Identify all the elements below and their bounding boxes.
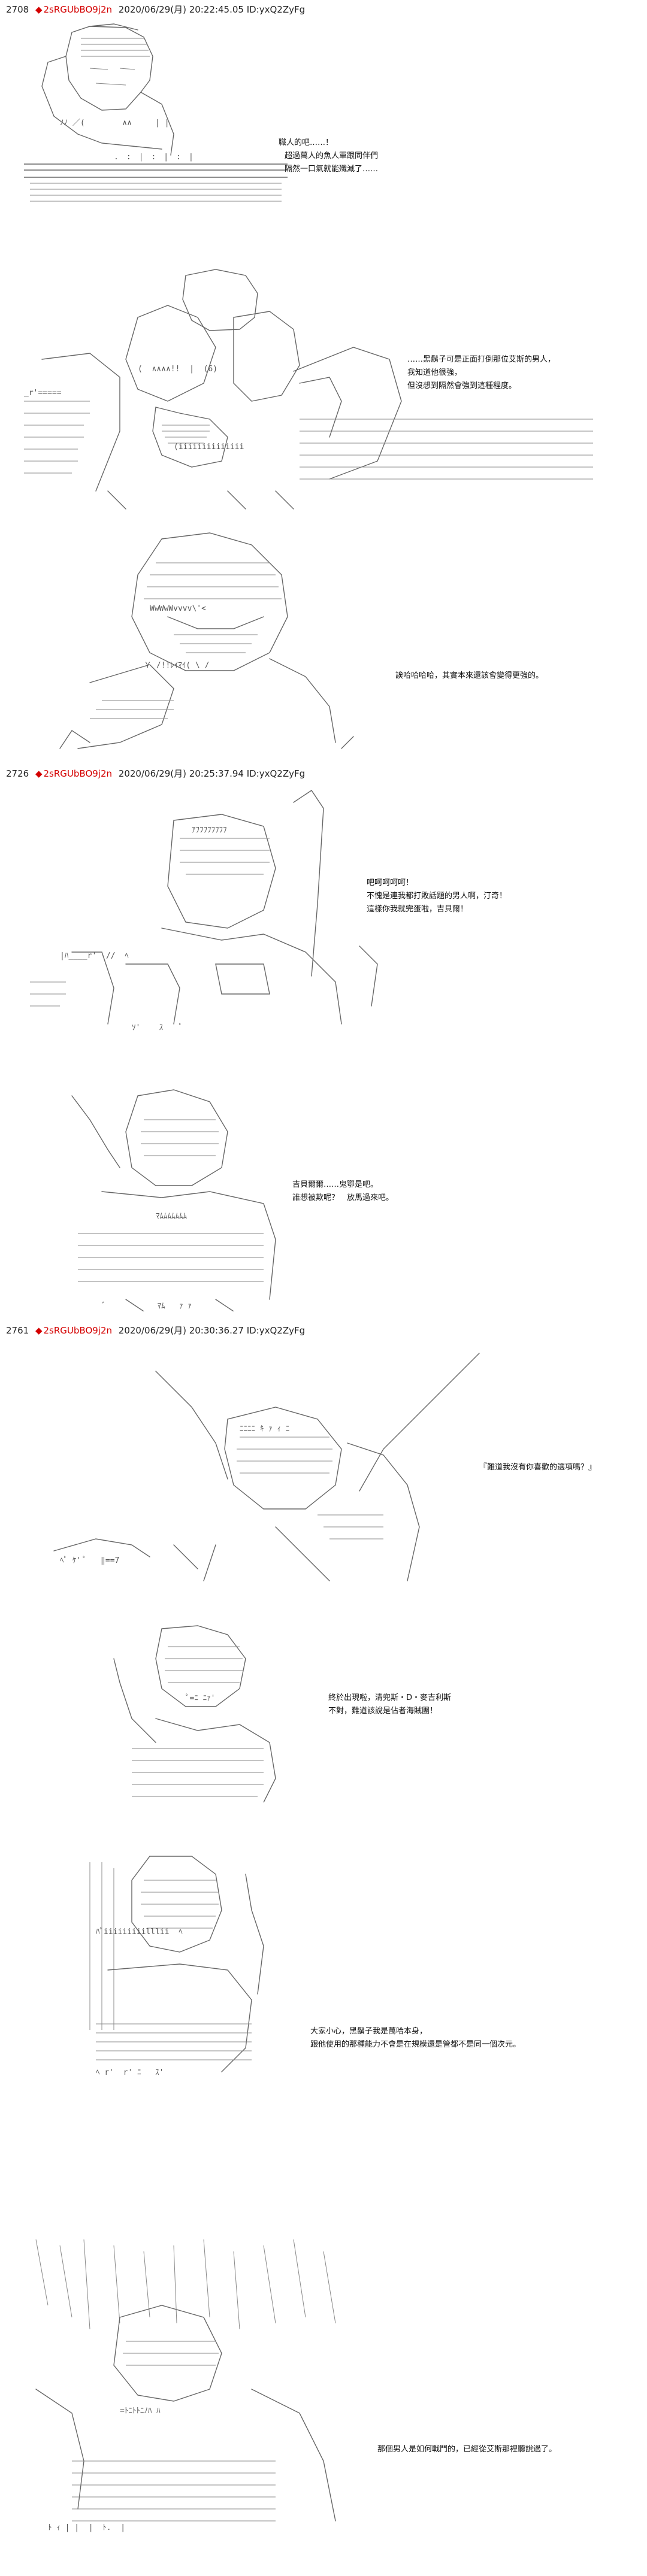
- svg-text:=ﾄﾆﾄﾄﾆﾉﾊ ﾊ: =ﾄﾆﾄﾄﾆﾉﾊ ﾊ: [120, 2407, 161, 2416]
- poster-name[interactable]: 2sRGUbBO9j2n: [43, 768, 113, 779]
- svg-text:ﾍ r' r' ﾆ ｽ': ﾍ r' r' ﾆ ｽ': [96, 2068, 164, 2077]
- ascii-art-panel: WwWwWvvvv\'< Ｙ /!!ﾚｲﾏｲ( \ /: [54, 527, 389, 754]
- ascii-art-drawing: ﾏﾑﾑﾑﾑﾑﾑﾑ ﾞ ﾏﾑ ｧ ｧ: [71, 1089, 276, 1311]
- dialog-line: 大家小心，黑鬍子我是萬哈本身，: [310, 2027, 428, 2036]
- dialog-box: 終於出現啦，清兜斯・D・麥吉利斯 不對，難道該說是佔者海賊團！: [328, 1692, 451, 1718]
- post-meta: 2020/06/29(月) 20:22:45.05 ID:yxQ2ZyFg: [118, 4, 306, 15]
- dialog-line: 誒哈哈哈哈，其實本來還該會變得更強的。: [395, 671, 544, 680]
- dialog-box: 那個男人是如何戰鬥的，已經從艾斯那裡聽說過了。: [377, 2443, 557, 2456]
- svg-text:|ﾊ____r' // ﾍ: |ﾊ____r' // ﾍ: [60, 951, 129, 960]
- post-number: 2761: [6, 1325, 29, 1336]
- post-meta: 2020/06/29(月) 20:30:36.27 ID:yxQ2ZyFg: [118, 1325, 306, 1336]
- dialog-line: 職人的吧……！: [279, 138, 334, 147]
- poster-name[interactable]: 2sRGUbBO9j2n: [43, 1325, 113, 1336]
- dialog-box: 職人的吧……！ 超過萬人的魚人軍跟同伴們 隔然一口氣就能殲滅了……: [279, 137, 378, 176]
- diamond-icon: ◆: [35, 4, 43, 15]
- ascii-art-panel: ( ∧∧∧∧!! | (6) (iiiiiiiiiiiiii _r'=====: [18, 263, 605, 515]
- diamond-icon: ◆: [35, 1325, 43, 1336]
- dialog-line: 『難道我沒有你喜歡的選項嗎？』: [479, 1463, 597, 1472]
- dialog-line: 不對，難道該說是佔者海賊團！: [328, 1707, 438, 1716]
- post-header: 2761 ◆2sRGUbBO9j2n 2020/06/29(月) 20:30:3…: [6, 1325, 305, 1337]
- svg-text:. : | : | : |: . : | : | : |: [114, 153, 194, 162]
- svg-text:Ｙ /!!ﾚｲﾏｲ( \ /: Ｙ /!!ﾚｲﾏｲ( \ /: [144, 661, 209, 670]
- diamond-icon: ◆: [35, 768, 43, 779]
- ascii-art-panel: ﾊﾟiiiiiiiiilllii ﾍ ﾍ r' r' ﾆ ｽ': [72, 1850, 288, 2078]
- ascii-art-panel: ﾉﾉ ／( ∧∧ | | . : | : | : |: [24, 20, 288, 206]
- svg-text:ｱﾌﾌﾌﾌﾌﾌﾌﾌ: ｱﾌﾌﾌﾌﾌﾌﾌﾌ: [192, 826, 227, 835]
- svg-text:ﾆﾆﾆﾆ ｷ ｧ ｨ ﾆ: ﾆﾆﾆﾆ ｷ ｧ ｨ ﾆ: [240, 1425, 289, 1434]
- dialog-line: 跟他使用的那種能力不會是在規模還是管都不是同一個次元。: [310, 2040, 521, 2049]
- dialog-line: 我知道他很強，: [407, 368, 462, 377]
- ascii-art-drawing: WwWwWvvvv\'< Ｙ /!!ﾚｲﾏｲ( \ /: [59, 532, 354, 749]
- poster-name[interactable]: 2sRGUbBO9j2n: [43, 4, 113, 15]
- svg-text:ﾟ=ﾆ ﾆｧ': ﾟ=ﾆ ﾆｧ': [186, 1694, 215, 1703]
- dialog-line: 隔然一口氣就能殲滅了……: [285, 165, 379, 174]
- svg-text:( ∧∧∧∧!! | (6): ( ∧∧∧∧!! | (6): [138, 365, 217, 374]
- dialog-line: 這樣你我就完蛋啦，吉貝爾！: [367, 905, 468, 914]
- ascii-art-drawing: ﾟ=ﾆ ﾆｧ': [113, 1625, 276, 1802]
- svg-text:ﾏﾑﾑﾑﾑﾑﾑﾑ: ﾏﾑﾑﾑﾑﾑﾑﾑ: [156, 1212, 188, 1221]
- dialog-line: 吧呵呵呵呵！: [367, 878, 414, 887]
- dialog-box: 吧呵呵呵呵！ 不愧是連我都打敗話題的男人啊，汀奇！ 這樣你我就完蛋啦，吉貝爾！: [367, 877, 507, 916]
- ascii-art-drawing: =ﾄﾆﾄﾄﾆﾉﾊ ﾊ ﾄ ｨ | | | ﾄ. |: [35, 2239, 336, 2532]
- post-header: 2708 ◆2sRGUbBO9j2n 2020/06/29(月) 20:22:4…: [6, 4, 305, 16]
- svg-text:ﾉﾉ ／( ∧∧ | |: ﾉﾉ ／( ∧∧ | |: [60, 119, 170, 128]
- svg-text:ﾍﾟ ｹ' ﾟ ‖==7: ﾍﾟ ｹ' ﾟ ‖==7: [60, 1556, 119, 1565]
- dialog-line: 吉貝爾爾……鬼鄂是吧。: [292, 1180, 379, 1189]
- dialog-line: 但沒想到隔然會強到這種程度。: [407, 381, 517, 390]
- dialog-line: 超過萬人的魚人軍跟同伴們: [285, 151, 379, 160]
- ascii-art-drawing: ｱﾌﾌﾌﾌﾌﾌﾌﾌ |ﾊ____r' // ﾍ ｿ' ｽ ﾟ: [30, 790, 378, 1032]
- dialog-line: 不愧是連我都打敗話題的男人啊，汀奇！: [367, 892, 507, 901]
- svg-text:WwWwWvvvv\'<: WwWwWvvvv\'<: [150, 604, 206, 613]
- dialog-line: 那個男人是如何戰鬥的，已經從艾斯那裡聽說過了。: [377, 2445, 557, 2454]
- post-number: 2726: [6, 768, 29, 779]
- post-number: 2708: [6, 4, 29, 15]
- dialog-box: 大家小心，黑鬍子我是萬哈本身， 跟他使用的那種能力不會是在規模還是管都不是同一個…: [310, 2025, 521, 2051]
- ascii-art-drawing: ( ∧∧∧∧!! | (6) (iiiiiiiiiiiiii _r'=====: [24, 269, 593, 510]
- ascii-art-panel: ﾆﾆﾆﾆ ｷ ｧ ｨ ﾆ ﾍﾟ ｹ' ﾟ ‖==7: [48, 1347, 491, 1587]
- ascii-art-drawing: ﾆﾆﾆﾆ ｷ ｧ ｨ ﾆ ﾍﾟ ｹ' ﾟ ‖==7: [53, 1353, 480, 1581]
- svg-text:ﾞ ﾏﾑ ｧ ｧ: ﾞ ﾏﾑ ｧ ｧ: [102, 1302, 192, 1311]
- dialog-box: 誒哈哈哈哈，其實本來還該會變得更強的。: [395, 669, 543, 683]
- ascii-art-drawing: ﾊﾟiiiiiiiiilllii ﾍ ﾍ r' r' ﾆ ｽ': [89, 1856, 264, 2077]
- svg-text:ﾄ ｨ | | | ﾄ. |: ﾄ ｨ | | | ﾄ. |: [48, 2523, 125, 2532]
- dialog-line: 誰想被欺呢？ 放馬過來吧。: [292, 1193, 394, 1202]
- svg-text:ｿ' ｽ ﾟ: ｿ' ｽ ﾟ: [132, 1023, 183, 1032]
- post-header: 2726 ◆2sRGUbBO9j2n 2020/06/29(月) 20:25:3…: [6, 768, 305, 780]
- dialog-box: 吉貝爾爾……鬼鄂是吧。 誰想被欺呢？ 放馬過來吧。: [292, 1178, 394, 1205]
- svg-text:_r'=====: _r'=====: [24, 389, 62, 398]
- svg-text:ﾊﾟiiiiiiiiilllii ﾍ: ﾊﾟiiiiiiiiilllii ﾍ: [96, 1928, 183, 1936]
- ascii-art-panel: =ﾄﾆﾄﾄﾆﾉﾊ ﾊ ﾄ ｨ | | | ﾄ. |: [24, 2233, 371, 2533]
- dialog-line: ……黑鬍子可是正面打倒那位艾斯的男人，: [407, 355, 556, 364]
- dialog-box: 『難道我沒有你喜歡的選項嗎？』: [479, 1461, 596, 1474]
- dialog-box: ……黑鬍子可是正面打倒那位艾斯的男人， 我知道他很強， 但沒想到隔然會強到這種程…: [407, 353, 555, 393]
- ascii-art-panel: ﾏﾑﾑﾑﾑﾑﾑﾑ ﾞ ﾏﾑ ｧ ｧ: [66, 1084, 294, 1311]
- ascii-art-drawing: ﾉﾉ ／( ∧∧ | | . : | : | : |: [24, 23, 288, 202]
- post-meta: 2020/06/29(月) 20:25:37.94 ID:yxQ2ZyFg: [118, 768, 306, 779]
- dialog-line: 終於出現啦，清兜斯・D・麥吉利斯: [328, 1693, 452, 1702]
- svg-text:(iiiiiiiiiiiiii: (iiiiiiiiiiiiii: [174, 443, 244, 451]
- ascii-art-panel: ﾟ=ﾆ ﾆｧ': [96, 1623, 300, 1802]
- ascii-art-panel: ｱﾌﾌﾌﾌﾌﾌﾌﾌ |ﾊ____r' // ﾍ ｿ' ｽ ﾟ: [24, 784, 395, 1036]
